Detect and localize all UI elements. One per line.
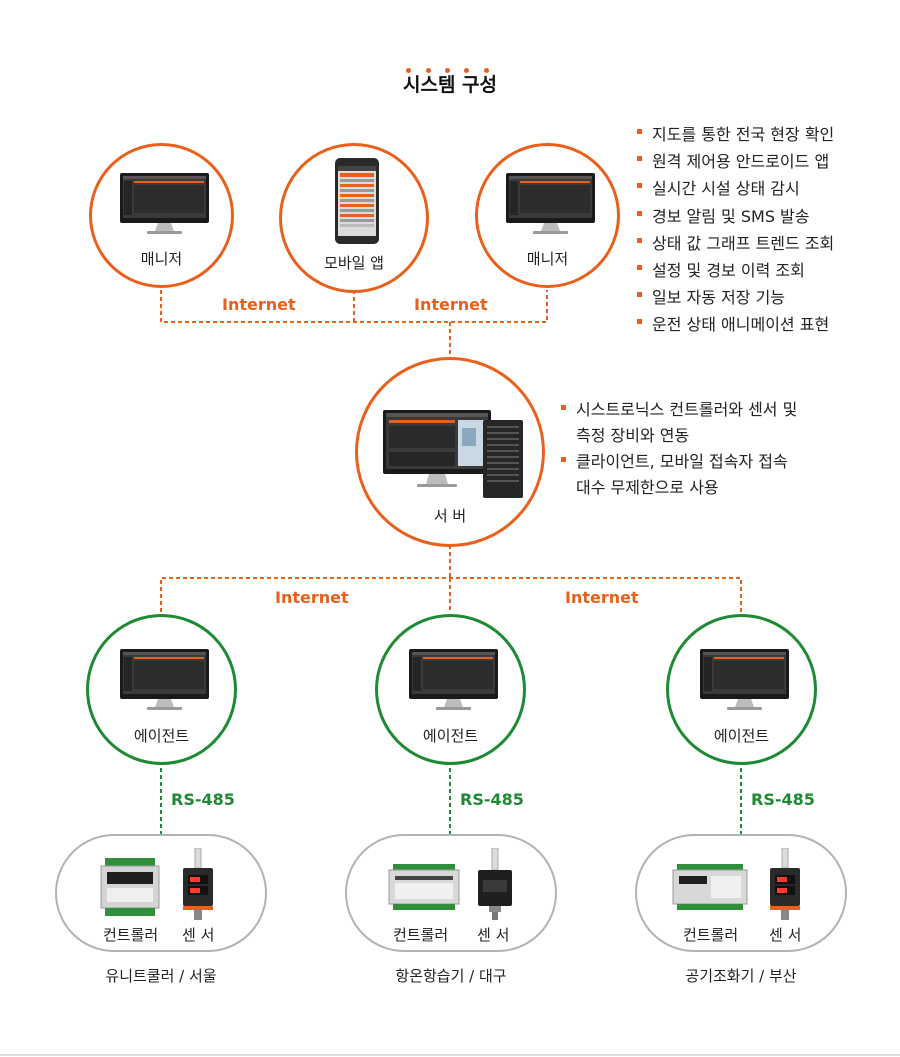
title-dots [402,68,498,74]
monitor-icon [409,649,498,710]
device-group-1: 컨트롤러 센 서 [55,834,267,952]
agent-label: 에이전트 [422,727,479,745]
agent-label: 에이전트 [133,727,190,745]
server-notes: 시스트로닉스 컨트롤러와 센서 및 측정 장비와 연동 클라이언트, 모바일 접… [560,397,806,501]
rs485-label: RS-485 [460,790,524,809]
monitor-icon [506,173,595,234]
sensor-icon [478,848,512,920]
site-label-2: 항온항습기 / 대구 [395,967,507,985]
server-node: 서 버 [355,357,545,547]
rs485-label: RS-485 [751,790,815,809]
device-group-2: 컨트롤러 센 서 [345,834,557,952]
site-label-3: 공기조화기 / 부산 [685,967,797,985]
feature-item: 실시간 시설 상태 감시 [636,175,834,202]
server-note: 클라이언트, 모바일 접속자 접속 대수 무제한으로 사용 [560,449,806,501]
feature-item: 경보 알림 및 SMS 발송 [636,203,834,230]
internet-label: Internet [275,588,349,607]
server-workstation-icon [383,410,523,498]
agent-label: 에이전트 [713,727,770,745]
monitor-icon [700,649,789,710]
smartphone-icon [335,158,379,244]
sensor-label: 센 서 [182,926,215,944]
device-group-3: 컨트롤러 센 서 [635,834,847,952]
feature-item: 설정 및 경보 이력 조회 [636,257,834,284]
feature-list: 지도를 통한 전국 현장 확인 원격 제어용 안드로이드 앱 실시간 시설 상태… [636,121,834,339]
server-note: 시스트로닉스 컨트롤러와 센서 및 측정 장비와 연동 [560,397,806,449]
controller-label: 컨트롤러 [683,926,739,944]
manager-node-right: 매니저 [475,143,620,288]
controller-icon [388,864,460,910]
page-title: 시스템 구성 [402,74,497,96]
sensor-icon [770,848,800,920]
site-label-1: 유니트쿨러 / 서울 [105,967,217,985]
controller-icon [672,864,748,910]
sensor-icon [183,848,213,920]
agent-node-1: 에이전트 [86,614,237,765]
agent-node-3: 에이전트 [666,614,817,765]
server-label: 서 버 [433,507,467,525]
feature-item: 일보 자동 저장 기능 [636,284,834,311]
controller-label: 컨트롤러 [393,926,449,944]
internet-label: Internet [414,295,488,314]
rs485-label: RS-485 [171,790,235,809]
manager-node-left: 매니저 [89,143,234,288]
internet-label: Internet [565,588,639,607]
internet-label: Internet [222,295,296,314]
manager-right-label: 매니저 [526,250,569,268]
feature-item: 운전 상태 애니메이션 표현 [636,311,834,338]
controller-icon [100,858,160,916]
sensor-label: 센 서 [769,926,802,944]
feature-item: 원격 제어용 안드로이드 앱 [636,148,834,175]
monitor-icon [120,649,209,710]
feature-item: 지도를 통한 전국 현장 확인 [636,121,834,148]
monitor-icon [120,173,209,234]
feature-item: 상태 값 그래프 트렌드 조회 [636,230,834,257]
mobile-app-label: 모바일 앱 [324,254,384,272]
manager-left-label: 매니저 [140,250,183,268]
bottom-divider [0,1054,900,1056]
agent-node-2: 에이전트 [375,614,526,765]
mobile-app-node: 모바일 앱 [279,143,429,293]
controller-label: 컨트롤러 [103,926,159,944]
sensor-label: 센 서 [477,926,510,944]
